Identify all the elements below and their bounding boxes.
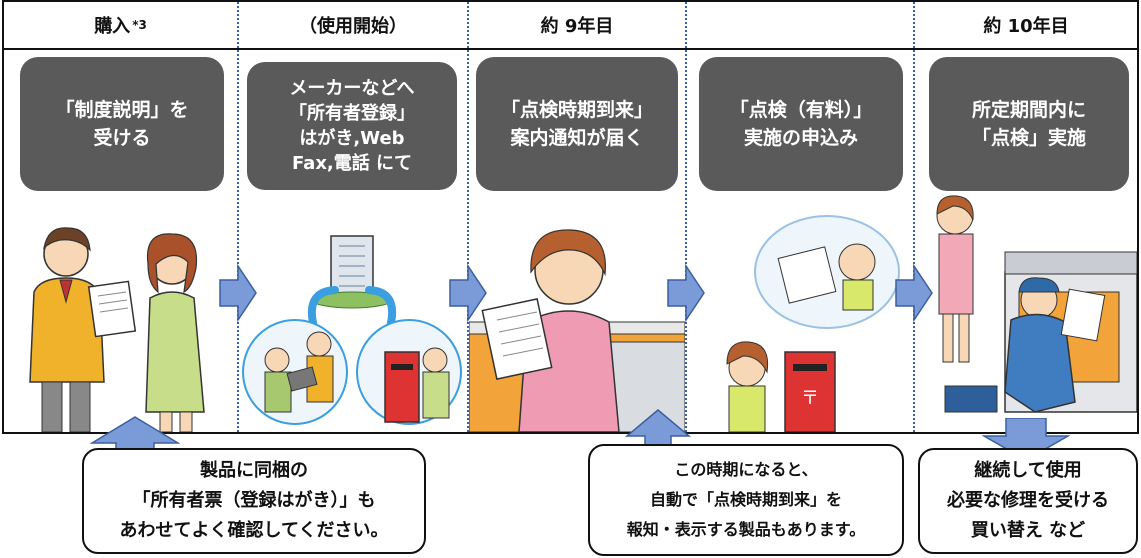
header-row: 購入 *3 （使用開始） 約 9年目 約 10年目 — [4, 2, 1137, 50]
header-purchase-note: *3 — [132, 18, 147, 32]
step-box-notice: 「点検時期到来」 案内通知が届く — [476, 57, 678, 191]
callout-owner-card: 製品に同梱の 「所有者票（登録はがき）」も あわせてよく確認してください。 — [82, 448, 426, 554]
post-mark-glyph: 〒 — [801, 388, 819, 409]
step-box-registration: メーカーなどへ 「所有者登録」 はがき,Web Fax,電話 にて — [247, 62, 457, 190]
flow-arrow — [219, 264, 257, 322]
step-box-apply: 「点検（有料）」 実施の申込み — [699, 57, 903, 191]
step-box-inspection: 所定期間内に 「点検」実施 — [929, 57, 1129, 191]
header-purchase-label: 購入 — [94, 16, 131, 37]
header-purchase: 購入 *3 — [4, 2, 237, 48]
callout-continue-use: 継続して使用 必要な修理を受ける 買い替え など — [918, 448, 1138, 554]
scene-inspection-illustration — [936, 195, 1137, 413]
flow-arrow — [667, 264, 705, 322]
step-box-explanation: 「制度説明」を 受ける — [20, 57, 224, 191]
column-divider — [237, 2, 239, 432]
scene-explanation-illustration — [29, 227, 205, 432]
callout-auto-notice: この時期になると、 自動で「点検時期到来」を 報知・表示する製品もあります。 — [588, 444, 904, 556]
column-divider — [685, 2, 687, 432]
scene-registration-illustration — [242, 235, 462, 425]
header-year9: 約 9年目 — [540, 16, 614, 37]
scene-notice-illustration — [469, 229, 685, 432]
flow-arrow — [895, 264, 933, 322]
column-divider — [913, 2, 915, 432]
header-year10: 約 10年目 — [983, 16, 1069, 37]
flow-frame: 購入 *3 （使用開始） 約 9年目 約 10年目 「制度説明」を 受ける メー… — [2, 0, 1139, 434]
header-start-use: （使用開始） — [299, 16, 407, 37]
scene-apply-illustration: 〒 — [726, 215, 900, 432]
header-empty — [687, 2, 913, 48]
column-divider — [467, 2, 469, 432]
flow-arrow — [449, 264, 487, 322]
